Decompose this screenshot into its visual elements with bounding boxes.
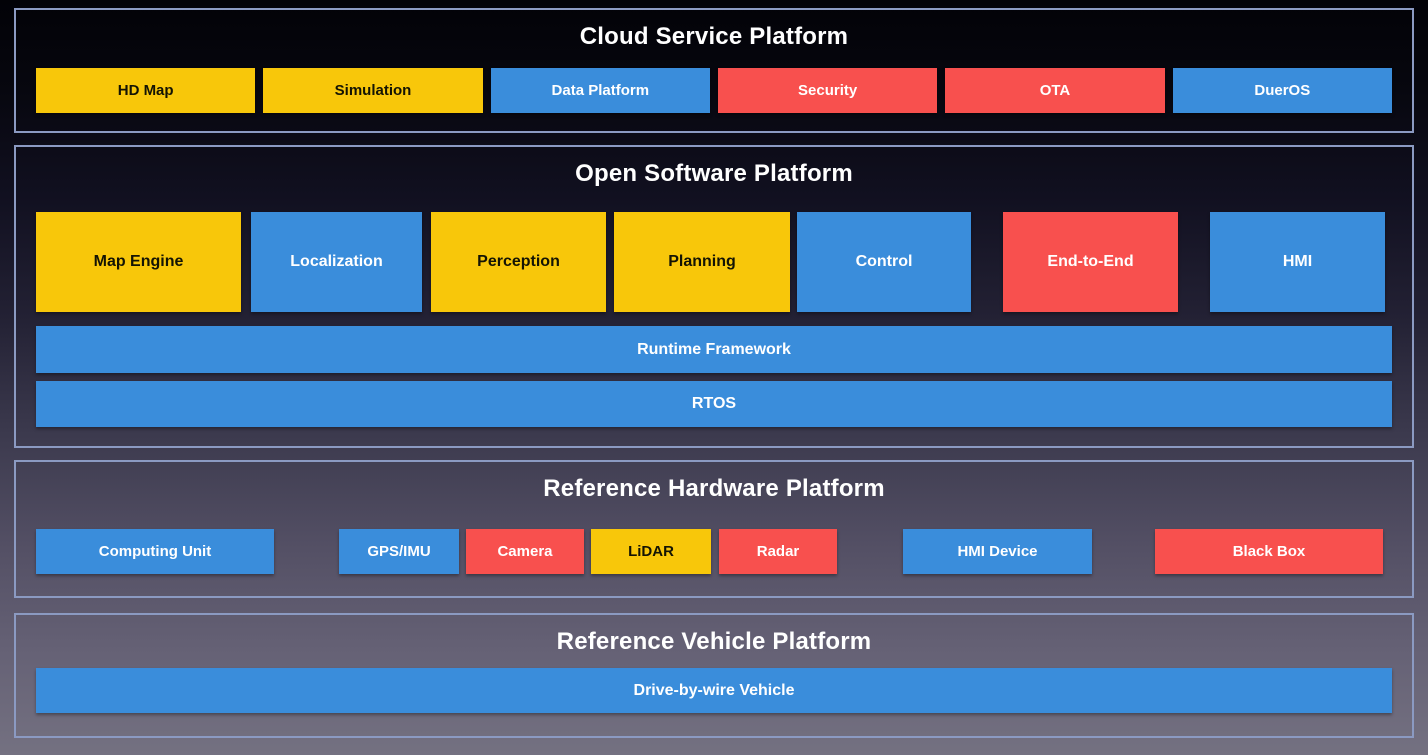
software-modules-row: Map Engine Localization Perception Plann… <box>16 212 1412 312</box>
box-map-engine: Map Engine <box>36 212 241 312</box>
cloud-service-boxes-row: HD Map Simulation Data Platform Security… <box>16 68 1412 113</box>
bar-drive-by-wire-vehicle: Drive-by-wire Vehicle <box>36 668 1392 713</box>
reference-vehicle-platform-section: Reference Vehicle Platform Drive-by-wire… <box>14 613 1414 738</box>
open-software-platform-section: Open Software Platform Map Engine Locali… <box>14 145 1414 448</box>
box-simulation: Simulation <box>263 68 483 113</box>
box-gps-imu: GPS/IMU <box>339 529 459 574</box>
cloud-service-platform-section: Cloud Service Platform HD Map Simulation… <box>14 8 1414 133</box>
bar-rtos: RTOS <box>36 381 1392 427</box>
box-lidar: LiDAR <box>591 529 711 574</box>
reference-hardware-platform-section: Reference Hardware Platform Computing Un… <box>14 460 1414 598</box>
box-dueros: DuerOS <box>1172 68 1392 113</box>
cloud-service-platform-title: Cloud Service Platform <box>579 23 849 50</box>
box-camera: Camera <box>466 529 584 574</box>
open-software-platform-title: Open Software Platform <box>575 160 853 187</box>
box-black-box: Black Box <box>1155 529 1383 574</box>
bar-runtime-framework: Runtime Framework <box>36 326 1392 373</box>
box-planning: Planning <box>614 212 790 312</box>
hardware-boxes-row: Computing Unit GPS/IMU Camera LiDAR Rada… <box>16 529 1412 574</box>
box-security: Security <box>717 68 938 113</box>
box-data-platform: Data Platform <box>490 68 710 113</box>
box-radar: Radar <box>719 529 837 574</box>
box-hmi: HMI <box>1210 212 1385 312</box>
box-ota: OTA <box>945 68 1165 113</box>
box-hd-map: HD Map <box>36 68 256 113</box>
box-control: Control <box>797 212 971 312</box>
box-hmi-device: HMI Device <box>903 529 1092 574</box>
box-computing-unit: Computing Unit <box>36 529 274 574</box>
box-end-to-end: End-to-End <box>1003 212 1178 312</box>
box-localization: Localization <box>251 212 422 312</box>
box-perception: Perception <box>431 212 606 312</box>
reference-hardware-platform-title: Reference Hardware Platform <box>543 475 885 502</box>
reference-vehicle-platform-title: Reference Vehicle Platform <box>556 628 872 655</box>
